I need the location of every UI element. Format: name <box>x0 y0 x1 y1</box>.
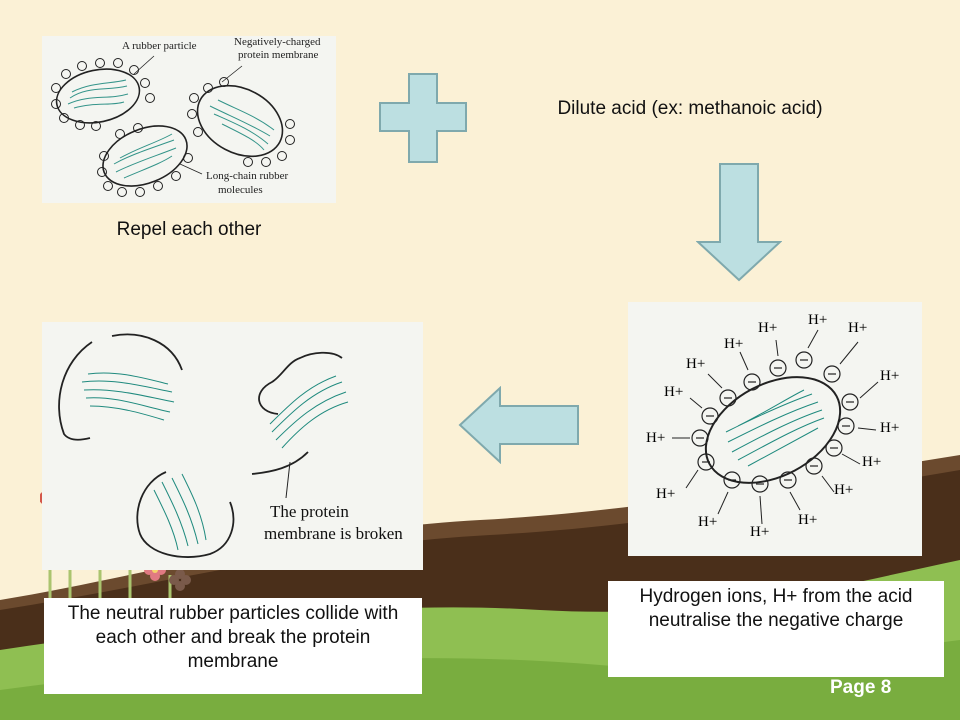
figure-neutralised-particle: H+ H+ H+ H+ H+ H+ H+ H+ H+ H+ H+ H+ H+ H… <box>628 302 922 556</box>
caption-hydrogen-ions: Hydrogen ions, H+ from the acid neutrali… <box>608 581 944 677</box>
ion-label: H+ <box>698 514 718 530</box>
ion-label: H+ <box>656 486 676 502</box>
arrow-left-icon <box>458 386 579 464</box>
ion-label: H+ <box>686 356 706 372</box>
ion-label: H+ <box>834 482 854 498</box>
ion-label: H+ <box>758 320 778 336</box>
caption-repel: Repel each other <box>116 219 262 240</box>
label-chain-line2: molecules <box>218 184 263 196</box>
caption-neutral-particles: The neutral rubber particles collide wit… <box>44 598 422 694</box>
ion-label: H+ <box>664 384 684 400</box>
arrow-down-icon <box>696 163 782 282</box>
label-membrane-line1: Negatively-charged <box>234 36 321 48</box>
label-membrane-line2: protein membrane <box>238 49 319 61</box>
ion-label: H+ <box>808 312 828 328</box>
plus-icon <box>379 73 467 163</box>
caption-dilute-acid: Dilute acid (ex: methanoic acid) <box>557 98 823 119</box>
ion-label: H+ <box>750 524 770 540</box>
ion-label: H+ <box>880 420 900 436</box>
ion-label: H+ <box>848 320 868 336</box>
ion-label: H+ <box>646 430 666 446</box>
label-membrane-broken: membrane is broken <box>264 524 403 543</box>
label-protein: The protein <box>270 502 349 521</box>
ion-label: H+ <box>724 336 744 352</box>
ion-label: H+ <box>798 512 818 528</box>
ion-label: H+ <box>862 454 882 470</box>
label-rubber-particle: A rubber particle <box>122 40 197 52</box>
figure-repelling-particles: A rubber particle Negatively-charged pro… <box>42 36 336 203</box>
figure-broken-membrane: The protein membrane is broken <box>42 322 423 570</box>
label-chain-line1: Long-chain rubber <box>206 170 289 182</box>
ion-label: H+ <box>880 368 900 384</box>
page-number: Page 8 <box>830 677 892 698</box>
